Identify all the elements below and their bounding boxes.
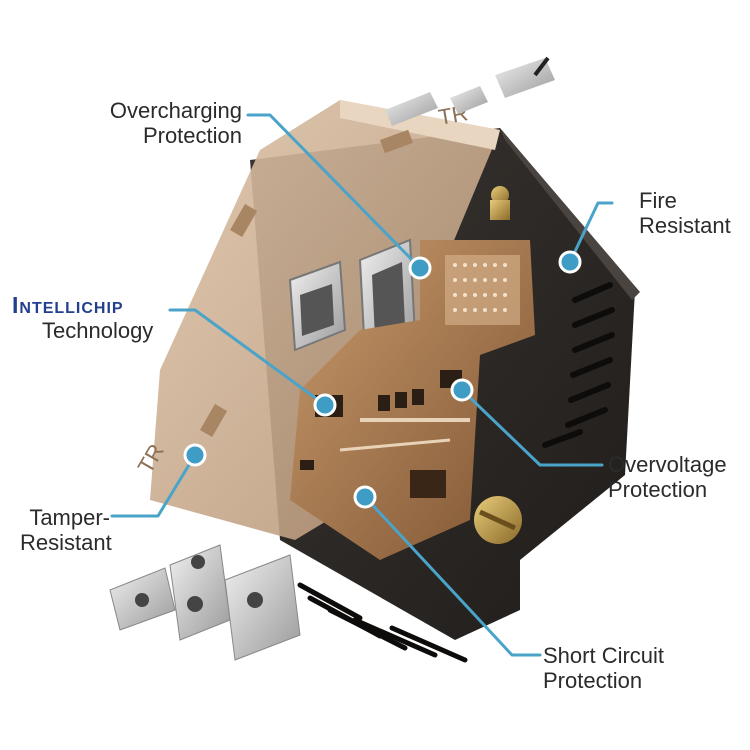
callout-line-short-circuit: [363, 495, 542, 657]
label-tamper: Tamper- Resistant: [20, 505, 112, 555]
callout-dot-intellichip: [313, 393, 337, 417]
brand-subtitle: Technology: [42, 318, 154, 343]
bottom-terminals: [109, 544, 301, 661]
label-overvoltage: Overvoltage Protection: [608, 452, 727, 502]
label-short-circuit: Short Circuit Protection: [543, 643, 664, 693]
circuit-board: [290, 240, 535, 560]
top-terminals: [385, 56, 555, 220]
usb-ports: [288, 238, 417, 357]
callout-line-overvoltage: [460, 388, 604, 467]
callout-line-overcharging: [246, 113, 422, 270]
callout-line-fire: [568, 201, 614, 264]
callout-dot-overvoltage: [450, 378, 474, 402]
label-overcharging-line1: Overcharging: [109, 98, 242, 123]
label-overvoltage-line2: Protection: [608, 477, 708, 502]
label-overvoltage-line1: Overvoltage: [608, 452, 727, 477]
label-tamper-line1: Tamper-: [29, 505, 110, 530]
side-screw: [474, 496, 522, 544]
label-overcharging-line2: Protection: [142, 123, 242, 148]
callout-lines: [110, 113, 614, 657]
label-fire-line2: Resistant: [639, 213, 731, 238]
label-fire: Fire Resistant: [639, 188, 731, 238]
label-overcharging: Overcharging Protection: [92, 98, 242, 148]
callout-line-intellichip: [168, 308, 327, 407]
brand-block: Intellichip Technology: [12, 292, 153, 344]
callout-dot-short-circuit: [353, 485, 377, 509]
callout-dots: [183, 250, 582, 509]
callout-dot-fire: [558, 250, 582, 274]
label-short-circuit-line2: Protection: [543, 668, 643, 693]
brand-logo: Intellichip: [12, 292, 124, 318]
label-fire-line1: Fire: [639, 188, 677, 213]
label-short-circuit-line1: Short Circuit: [543, 643, 665, 668]
label-tamper-line2: Resistant: [20, 530, 112, 555]
callout-dot-tamper: [183, 443, 207, 467]
callout-line-tamper: [110, 453, 197, 518]
callout-dot-overcharging: [408, 256, 432, 280]
